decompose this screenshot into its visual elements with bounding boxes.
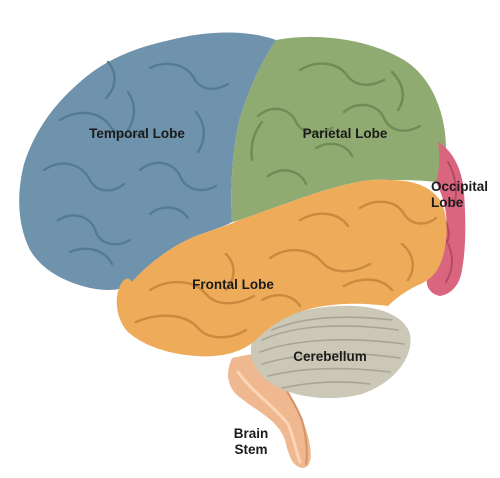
label-cerebellum: Cerebellum (293, 349, 367, 364)
cerebellum-region (250, 305, 411, 399)
temporal-lobe-region (19, 32, 276, 290)
brain-stem-highlight (236, 370, 302, 464)
label-temporal-lobe: Temporal Lobe (89, 126, 185, 141)
region-labels: Temporal Lobe Parietal Lobe Occipital Lo… (89, 126, 488, 457)
cerebellum-shape (250, 305, 411, 399)
label-brain-stem-line2: Stem (234, 442, 267, 457)
frontal-lobe-shape (116, 179, 447, 357)
temporal-lobe-shape (19, 32, 276, 290)
label-parietal-lobe: Parietal Lobe (303, 126, 388, 141)
frontal-gyri (134, 200, 438, 339)
label-frontal-lobe: Frontal Lobe (192, 277, 274, 292)
parietal-gyri (250, 62, 422, 186)
cerebellum-folia (259, 316, 405, 389)
temporal-gyri (42, 60, 230, 266)
label-brain-stem-line1: Brain (234, 426, 269, 441)
label-occipital-lobe-line1: Occipital (431, 179, 488, 194)
parietal-lobe-shape (231, 36, 446, 222)
label-occipital-lobe-line2: Lobe (431, 195, 464, 210)
parietal-lobe-region (231, 36, 446, 222)
frontal-lobe-region (116, 179, 447, 357)
brain-stem-shape (228, 352, 311, 468)
